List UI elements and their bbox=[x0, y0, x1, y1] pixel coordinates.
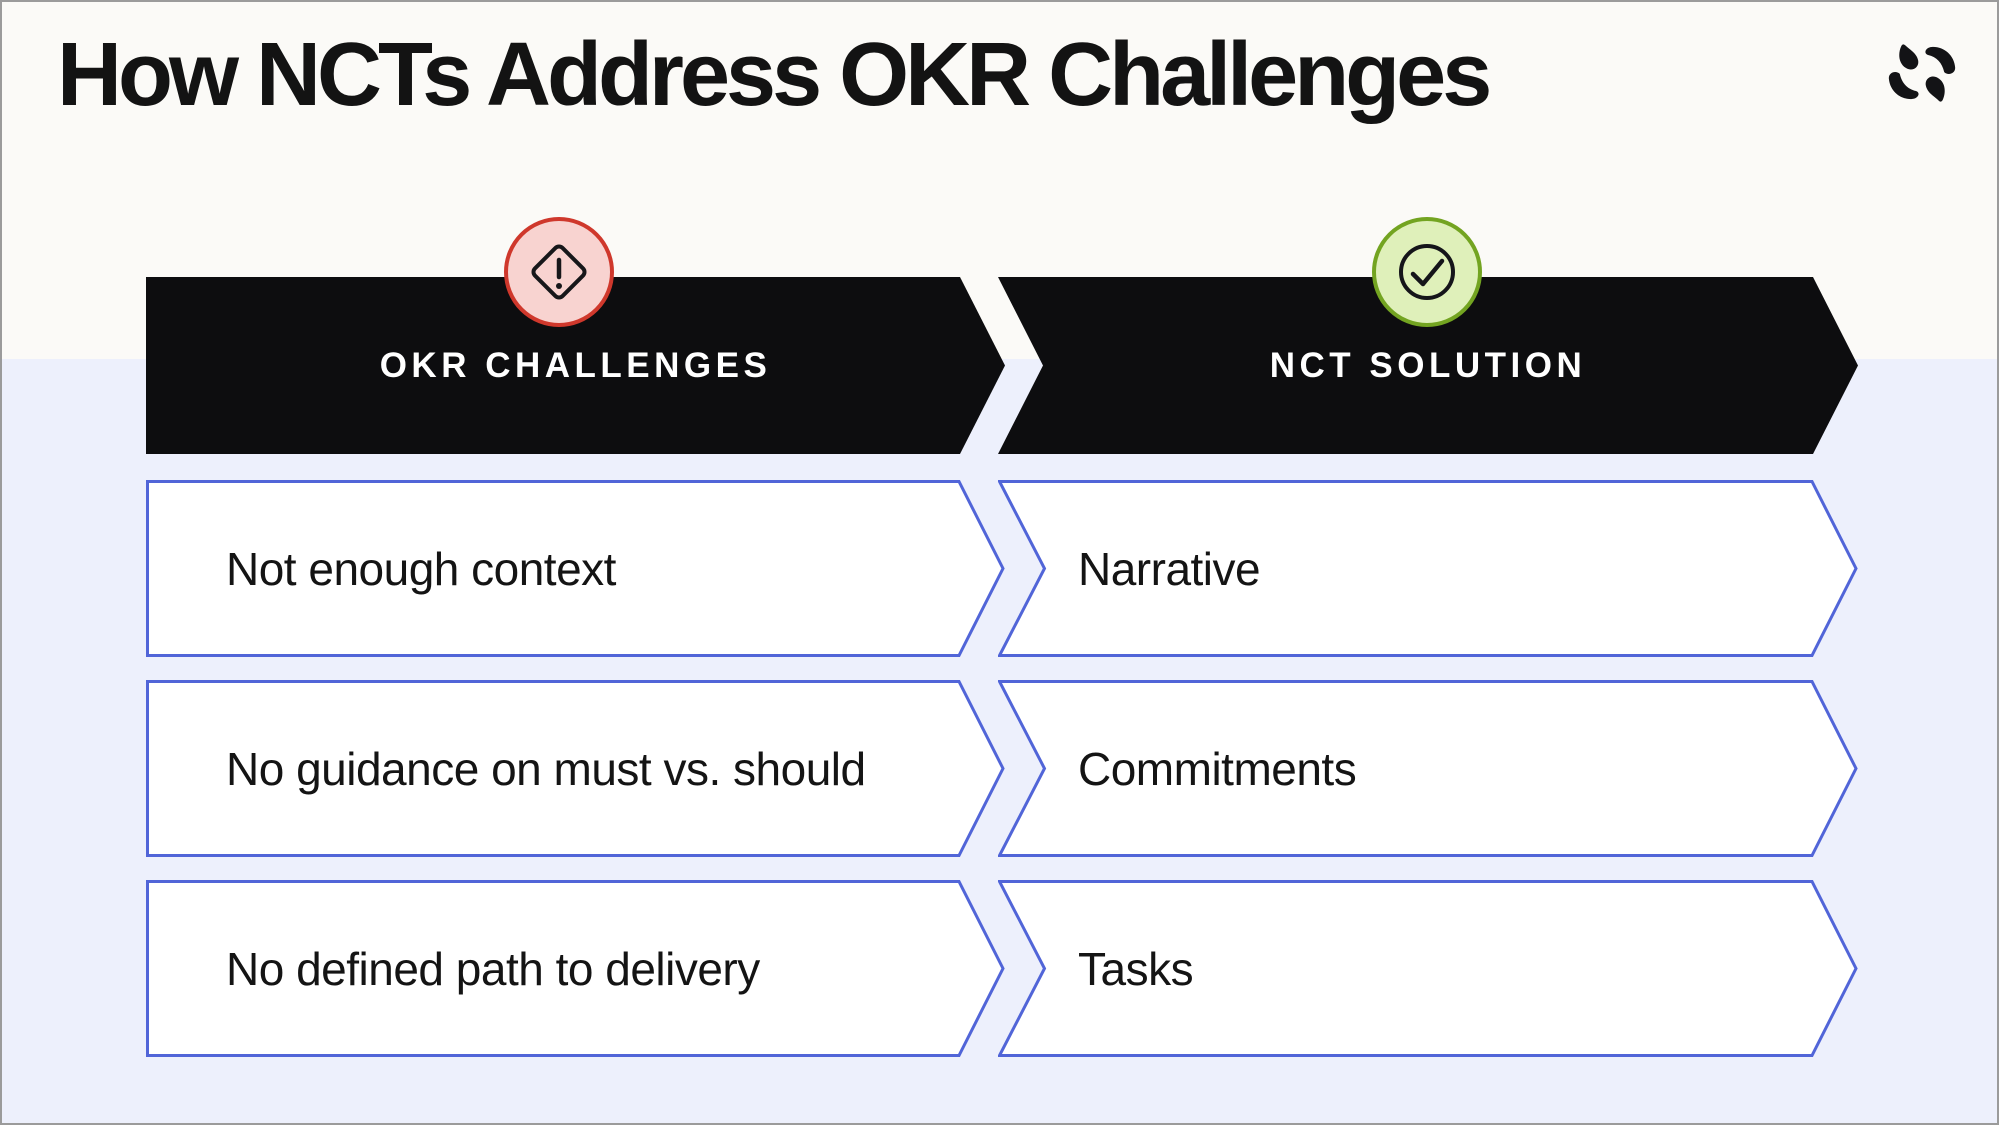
challenge-cell-shape bbox=[146, 680, 1005, 857]
challenge-text: No defined path to delivery bbox=[226, 942, 760, 995]
alert-diamond-icon bbox=[531, 244, 587, 300]
challenge-text: No guidance on must vs. should bbox=[226, 742, 866, 795]
solution-text: Narrative bbox=[1078, 542, 1261, 595]
warning-badge bbox=[504, 217, 614, 327]
column-header-nct-solution: NCT SOLUTION bbox=[1269, 345, 1587, 385]
challenges-header-banner bbox=[146, 277, 1005, 454]
challenge-text: Not enough context bbox=[226, 542, 616, 595]
challenge-cell-shape bbox=[146, 480, 1005, 657]
range-logo-icon bbox=[1888, 44, 1956, 102]
solution-cell-shape bbox=[998, 880, 1858, 1057]
column-header-okr-challenges: OKR CHALLENGES bbox=[379, 345, 772, 385]
challenge-cell-shape bbox=[146, 880, 1005, 1057]
check-badge bbox=[1372, 217, 1482, 327]
solution-cell-shape bbox=[998, 680, 1858, 857]
solution-header-banner bbox=[998, 277, 1858, 454]
page-title: How NCTs Address OKR Challenges bbox=[57, 25, 1492, 125]
solution-text: Tasks bbox=[1078, 942, 1194, 995]
check-circle-icon bbox=[1399, 244, 1455, 300]
solution-text: Commitments bbox=[1078, 742, 1357, 795]
solution-cell-shape bbox=[998, 480, 1858, 657]
